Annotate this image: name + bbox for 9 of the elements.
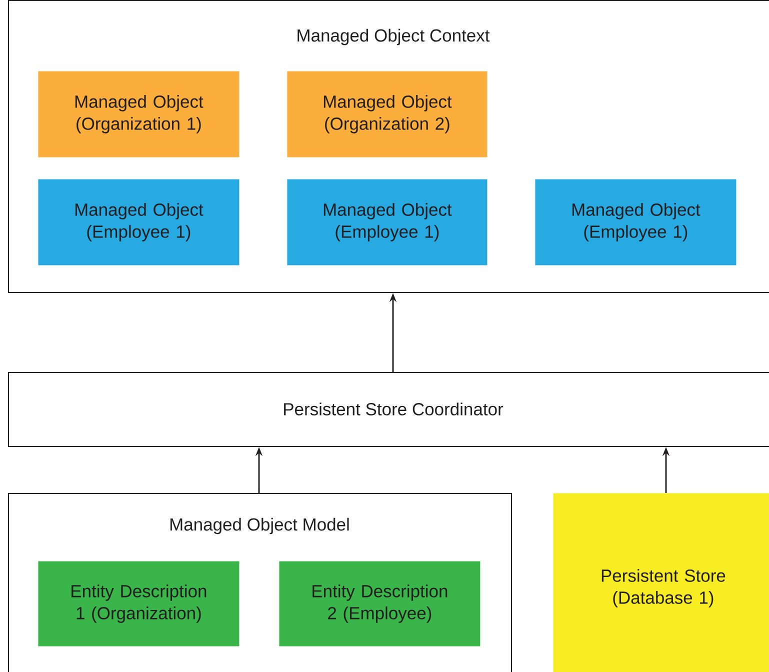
object-box: Managed Object (Organization 2)	[287, 71, 488, 158]
object-box: Managed Object (Organization 1)	[38, 71, 240, 158]
object-box: Managed Object (Employee 1)	[535, 179, 736, 266]
object-box: Persistent Store (Database 1)	[553, 493, 769, 672]
object-box: Entity Description 1 (Organization)	[38, 561, 240, 646]
object-box: Managed Object (Employee 1)	[287, 179, 488, 266]
container-box: Persistent Store Coordinator	[8, 372, 769, 447]
object-box: Managed Object (Employee 1)	[38, 179, 240, 266]
object-box: Entity Description 2 (Employee)	[279, 561, 480, 646]
